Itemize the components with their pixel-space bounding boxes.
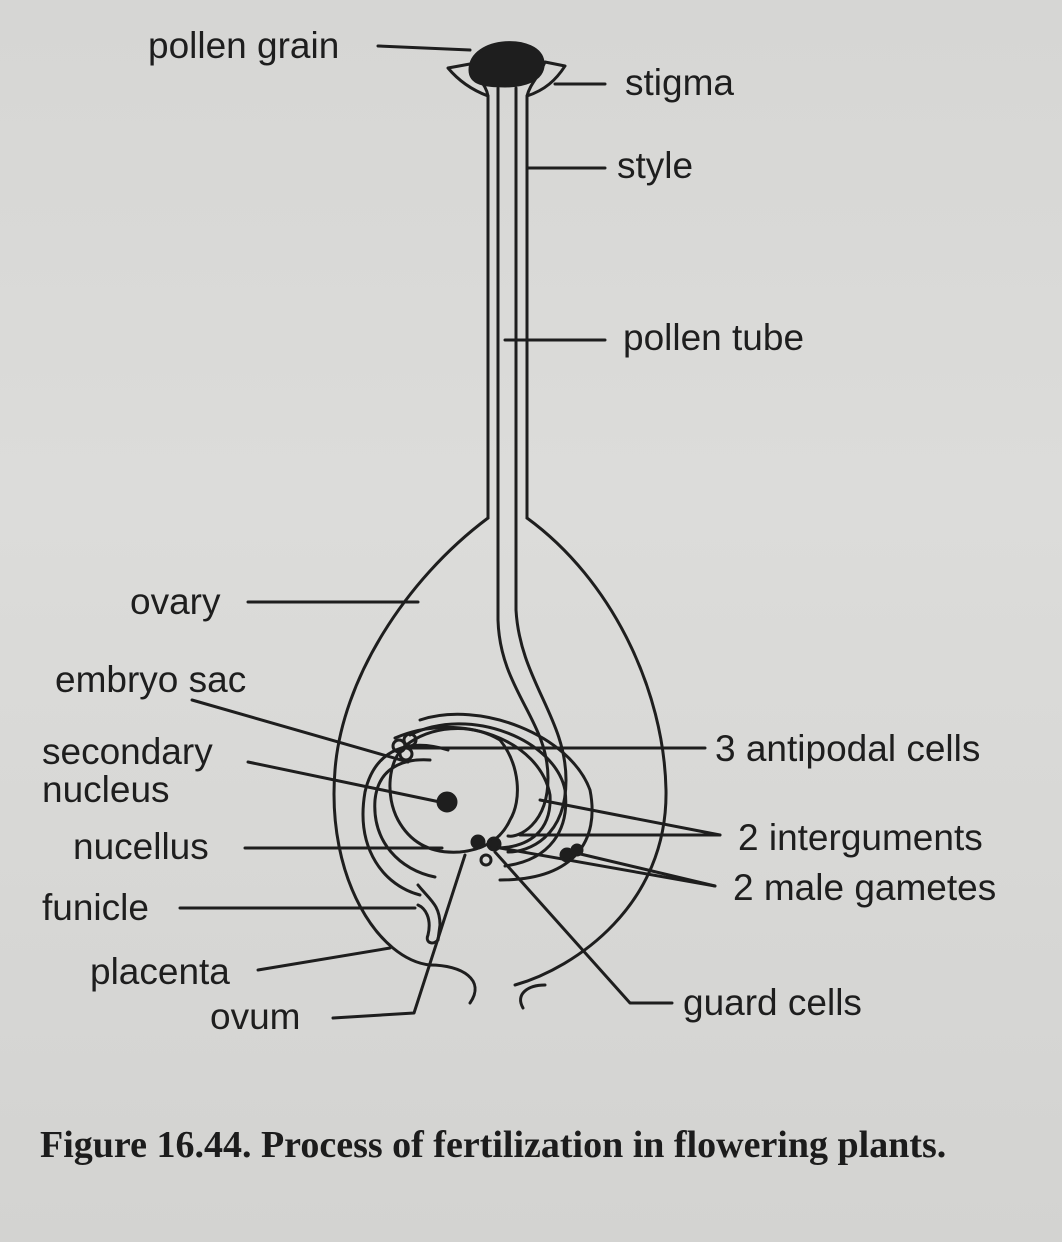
funicle-stalk [416,883,442,945]
label-antipodal-cells: 3 antipodal cells [715,728,981,769]
antipodal-cell [402,732,418,748]
label-placenta: placenta [90,951,230,992]
label-funicle: funicle [42,887,149,928]
pollen-tube-left [496,86,550,838]
label-secondary-nucleus-line1: secondary [42,731,213,772]
integument-arc-3 [393,725,552,850]
integument-arc-2 [418,712,594,882]
leader-guard-cells [493,850,674,1005]
ovary-wall [332,516,668,987]
leader-placenta [256,946,392,972]
micropyle-right [519,983,547,1010]
leader-embryo-sac [190,698,410,764]
leader-secondary-nucleus [246,760,442,804]
leader-integuments-1 [538,798,722,837]
label-ovum: ovum [210,996,301,1037]
antipodal-cell [398,746,414,762]
leader-male-gametes-2 [498,846,717,888]
inner-integument [373,758,437,879]
integument-arc-1 [408,722,568,868]
label-pollen-tube: pollen tube [623,317,805,358]
micropyle-left [428,963,477,1005]
guard-cell-dot [479,853,493,867]
label-secondary-nucleus-line2: nucleus [42,769,170,810]
leader-ovum [331,853,467,1020]
label-nucellus: nucellus [73,826,209,867]
figure-caption: Figure 16.44. Process of fertilization i… [40,1124,947,1166]
label-style: style [617,145,694,186]
label-male-gametes: 2 male gametes [733,867,997,908]
label-integuments: 2 interguments [738,817,983,858]
male-gamete-dot [486,836,502,852]
male-gamete-dot [470,834,486,850]
fertilization-diagram [178,41,722,1020]
label-guard-cells: guard cells [683,982,862,1023]
pollen-tube-right [506,86,568,854]
label-stigma: stigma [625,62,734,103]
leader-pollen-grain [376,44,472,52]
label-pollen-grain: pollen grain [148,25,340,66]
label-embryo-sac: embryo sac [55,659,247,700]
label-ovary: ovary [130,581,221,622]
